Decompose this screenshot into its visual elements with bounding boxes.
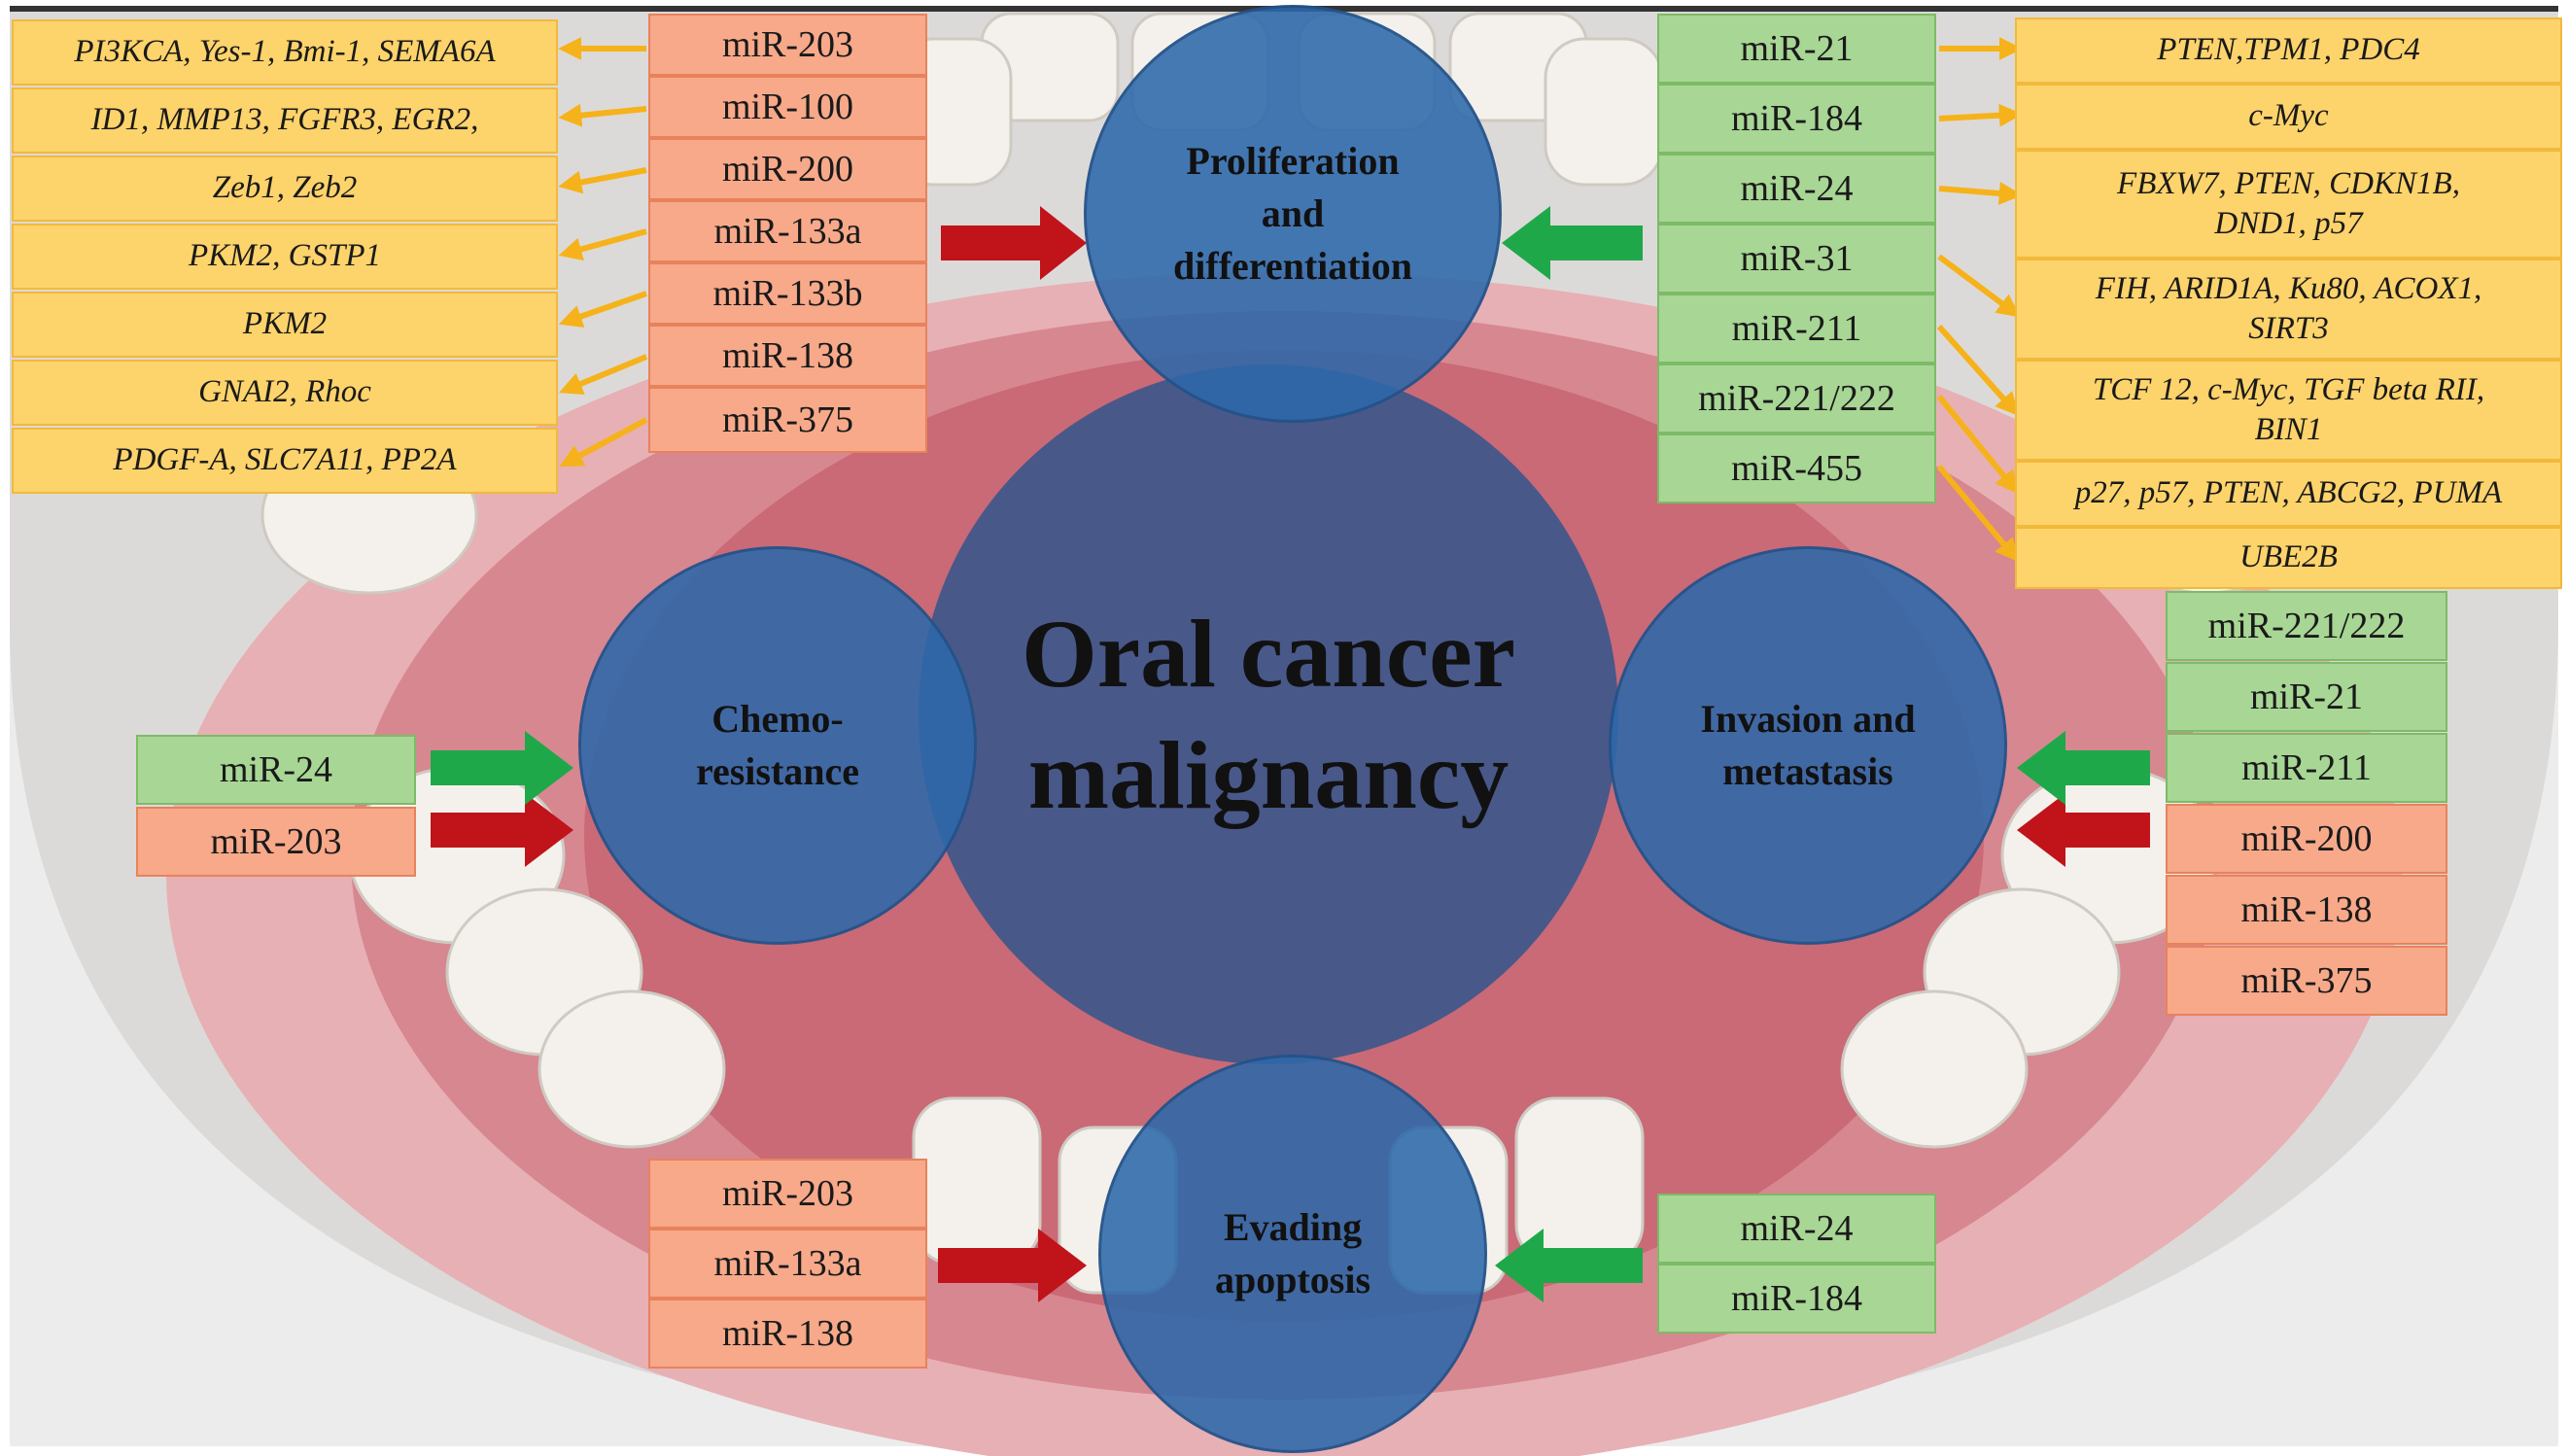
chemoresistance-label: Chemo- resistance [695, 697, 860, 793]
mirna-box: miR-184 [1657, 84, 1936, 154]
mirna-box: miR-21 [2166, 662, 2447, 732]
mirna-box: miR-375 [648, 387, 927, 453]
target-box: ID1, MMP13, FGFR3, EGR2, [12, 87, 558, 154]
apoptosis-label: Evading apoptosis [1214, 1205, 1371, 1301]
mirna-box: miR-455 [1657, 433, 1936, 503]
mirna-box: miR-203 [136, 807, 416, 877]
mirna-box: miR-221/222 [1657, 364, 1936, 433]
mirna-box: miR-24 [1657, 154, 1936, 224]
mirna-box: miR-133a [648, 1229, 927, 1299]
center-title: Oral cancer malignancy [1021, 600, 1516, 829]
target-box: TCF 12, c-Myc, TGF beta RII, BIN1 [2015, 360, 2562, 461]
target-box: PKM2, GSTP1 [12, 224, 558, 290]
red-arrows [431, 206, 2150, 1302]
mirna-box: miR-133b [648, 262, 927, 325]
center-circle: Oral cancer malignancy [919, 364, 1618, 1064]
target-box: PTEN,TPM1, PDC4 [2015, 17, 2562, 84]
proliferation-circle: Proliferation and differentiation [1084, 5, 1502, 423]
apoptosis-circle: Evading apoptosis [1098, 1055, 1487, 1453]
mirna-box: miR-24 [136, 735, 416, 805]
mirna-box: miR-24 [1657, 1194, 1936, 1264]
proliferation-label: Proliferation and differentiation [1173, 139, 1412, 288]
invasion-circle: Invasion and metastasis [1609, 546, 2007, 945]
mirna-box: miR-138 [648, 325, 927, 387]
mirna-box: miR-184 [1657, 1264, 1936, 1334]
mirna-box: miR-31 [1657, 224, 1936, 294]
target-box: PDGF-A, SLC7A11, PP2A [12, 428, 558, 494]
target-box: p27, p57, PTEN, ABCG2, PUMA [2015, 461, 2562, 527]
mirna-box: miR-138 [648, 1299, 927, 1369]
chemoresistance-circle: Chemo- resistance [578, 546, 977, 945]
mirna-box: miR-221/222 [2166, 591, 2447, 661]
target-box: GNAI2, Rhoc [12, 360, 558, 426]
mirna-box: miR-375 [2166, 946, 2447, 1016]
target-box: FBXW7, PTEN, CDKN1B, DND1, p57 [2015, 150, 2562, 259]
target-box: Zeb1, Zeb2 [12, 156, 558, 222]
mirna-box: miR-211 [1657, 294, 1936, 364]
mirna-box: miR-100 [648, 76, 927, 138]
target-box: UBE2B [2015, 527, 2562, 589]
target-box: FIH, ARID1A, Ku80, ACOX1, SIRT3 [2015, 259, 2562, 360]
mirna-box: miR-200 [2166, 804, 2447, 874]
mirna-box: miR-211 [2166, 733, 2447, 803]
mirna-box: miR-133a [648, 200, 927, 262]
target-box: c-Myc [2015, 84, 2562, 150]
target-box: PI3KCA, Yes-1, Bmi-1, SEMA6A [12, 19, 558, 86]
mirna-box: miR-21 [1657, 14, 1936, 84]
mirna-box: miR-203 [648, 1159, 927, 1229]
green-arrows [431, 206, 2150, 1302]
mirna-box: miR-200 [648, 138, 927, 200]
target-box: PKM2 [12, 292, 558, 358]
mirna-box: miR-138 [2166, 875, 2447, 945]
invasion-label: Invasion and metastasis [1700, 697, 1916, 793]
mirna-box: miR-203 [648, 14, 927, 76]
